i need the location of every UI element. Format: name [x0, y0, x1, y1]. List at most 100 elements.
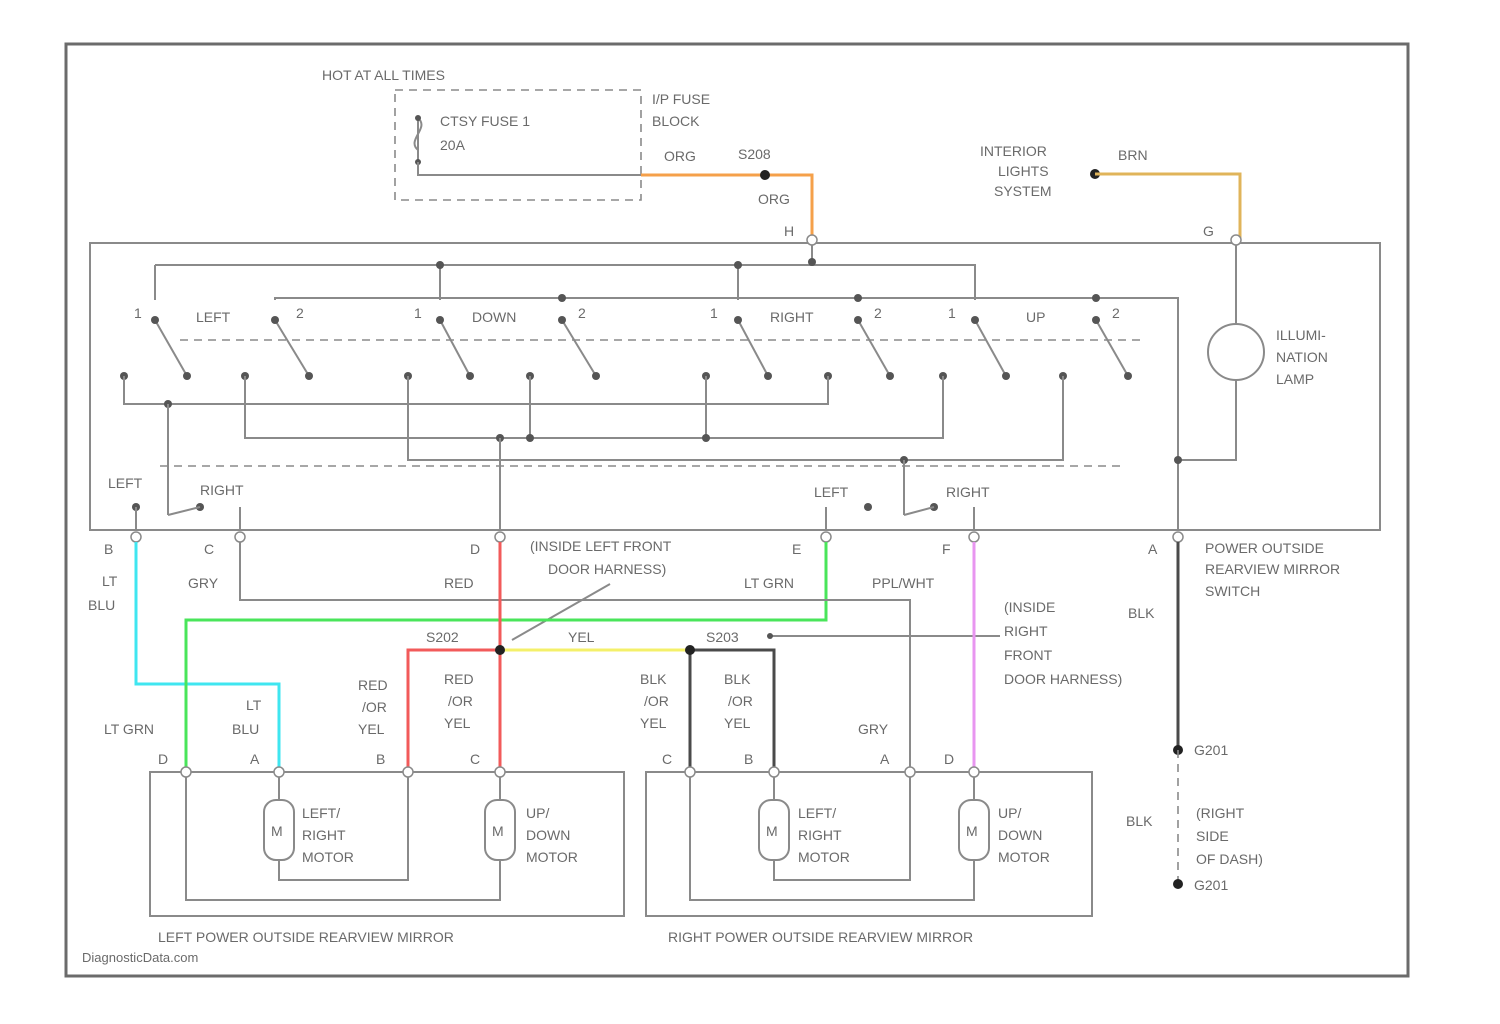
motor-label: RIGHT: [302, 827, 346, 843]
wire-label: BLU: [232, 721, 259, 737]
fuse-label-2: 20A: [440, 137, 466, 153]
sw-num: 2: [874, 305, 882, 321]
wire-label: LT: [102, 573, 118, 589]
wire-label: YEL: [640, 715, 667, 731]
pin-label: C: [662, 751, 672, 767]
motor-label: DOWN: [998, 827, 1042, 843]
sel-right-2: RIGHT: [946, 484, 990, 500]
splice-s203-dot: [685, 645, 695, 655]
ground-note-1: (RIGHT: [1196, 805, 1245, 821]
s208-label: S208: [738, 146, 771, 162]
s203-label: S203: [706, 629, 739, 645]
conn-e: E: [792, 541, 801, 557]
sw-up-label: UP: [1026, 309, 1045, 325]
inside-right-harness-3: FRONT: [1004, 647, 1053, 663]
sel-left-1: LEFT: [108, 475, 143, 491]
wire-label: YEL: [568, 629, 595, 645]
fuse-block-name-1: I/P FUSE: [652, 91, 710, 107]
wire-label: BLK: [724, 671, 751, 687]
g201-top-label: G201: [1194, 742, 1228, 758]
sw-down-label: DOWN: [472, 309, 516, 325]
sw-num: 2: [296, 305, 304, 321]
wire-label: RED: [358, 677, 388, 693]
sw-num: 1: [948, 305, 956, 321]
motor-label: MOTOR: [526, 849, 578, 865]
brn-label: BRN: [1118, 147, 1148, 163]
fuse-block-name-2: BLOCK: [652, 113, 700, 129]
sw-num: 1: [414, 305, 422, 321]
wire-label: BLK: [1128, 605, 1155, 621]
ground-note-2: SIDE: [1196, 828, 1229, 844]
blk-yel-wire-right: [690, 650, 774, 770]
lamp-label-3: LAMP: [1276, 371, 1314, 387]
motor-label: UP/: [526, 805, 549, 821]
g201-bottom-label: G201: [1194, 877, 1228, 893]
interior-lights-1: INTERIOR: [980, 143, 1047, 159]
wire-label: PPL/WHT: [872, 575, 935, 591]
fuse-block-outline: [395, 90, 641, 200]
pin-label: B: [376, 751, 385, 767]
conn-h-label: H: [784, 223, 794, 239]
conn-f: F: [942, 541, 951, 557]
conn-b: B: [104, 541, 113, 557]
brn-wire: [1095, 174, 1240, 240]
wire-label: BLK: [640, 671, 667, 687]
left-mirror-box: [150, 772, 624, 916]
inside-left-harness-2: DOOR HARNESS): [548, 561, 666, 577]
wire-label: YEL: [358, 721, 385, 737]
motor-label: LEFT/: [302, 805, 340, 821]
watermark: DiagnosticData.com: [82, 950, 198, 965]
sw-num: 1: [710, 305, 718, 321]
motor-label: MOTOR: [798, 849, 850, 865]
fuse-label-1: CTSY FUSE 1: [440, 113, 530, 129]
wire-label: LT: [246, 697, 262, 713]
wire-label: /OR: [362, 699, 387, 715]
lamp-label-1: ILLUMI-: [1276, 327, 1326, 343]
illumination-lamp: [1208, 324, 1264, 380]
inside-left-harness-1: (INSIDE LEFT FRONT: [530, 538, 672, 554]
sw-num: 2: [1112, 305, 1120, 321]
motor-label: MOTOR: [998, 849, 1050, 865]
inside-right-harness-4: DOOR HARNESS): [1004, 671, 1122, 687]
motor-label: RIGHT: [798, 827, 842, 843]
wire-label: YEL: [444, 715, 471, 731]
pin-label: A: [880, 751, 890, 767]
right-mirror-label: RIGHT POWER OUTSIDE REARVIEW MIRROR: [668, 929, 973, 945]
red-yel-wire-left: [408, 650, 500, 770]
lamp-label-2: NATION: [1276, 349, 1328, 365]
motor-label: DOWN: [526, 827, 570, 843]
inside-right-harness-1: (INSIDE: [1004, 599, 1055, 615]
interior-lights-2: LIGHTS: [998, 163, 1049, 179]
motor-m: M: [492, 823, 504, 839]
motor-label: LEFT/: [798, 805, 836, 821]
wire-label: /OR: [448, 693, 473, 709]
conn-a: A: [1148, 541, 1158, 557]
org-label-1: ORG: [664, 148, 696, 164]
s202-label: S202: [426, 629, 459, 645]
wire-label: RED: [444, 575, 474, 591]
motor-label: UP/: [998, 805, 1021, 821]
inside-right-harness-2: RIGHT: [1004, 623, 1048, 639]
left-mirror-label: LEFT POWER OUTSIDE REARVIEW MIRROR: [158, 929, 454, 945]
switch-name-3: SWITCH: [1205, 583, 1260, 599]
sw-num: 1: [134, 305, 142, 321]
pin-label: A: [250, 751, 260, 767]
lt-grn-wire: [186, 542, 826, 770]
wire-label: GRY: [858, 721, 889, 737]
right-mirror-box: [646, 772, 1092, 916]
conn-g-label: G: [1203, 223, 1214, 239]
ground-note-3: OF DASH): [1196, 851, 1263, 867]
motor-m: M: [966, 823, 978, 839]
hot-at-all-times-label: HOT AT ALL TIMES: [322, 67, 445, 83]
interior-lights-3: SYSTEM: [994, 183, 1052, 199]
wire-label: GRY: [188, 575, 219, 591]
wire-label: BLU: [88, 597, 115, 613]
org-label-2: ORG: [758, 191, 790, 207]
sel-right-1: RIGHT: [200, 482, 244, 498]
motor-m: M: [271, 823, 283, 839]
pin-label: C: [470, 751, 480, 767]
motor-label: MOTOR: [302, 849, 354, 865]
splice-s202-dot: [495, 645, 505, 655]
sw-right-label: RIGHT: [770, 309, 814, 325]
